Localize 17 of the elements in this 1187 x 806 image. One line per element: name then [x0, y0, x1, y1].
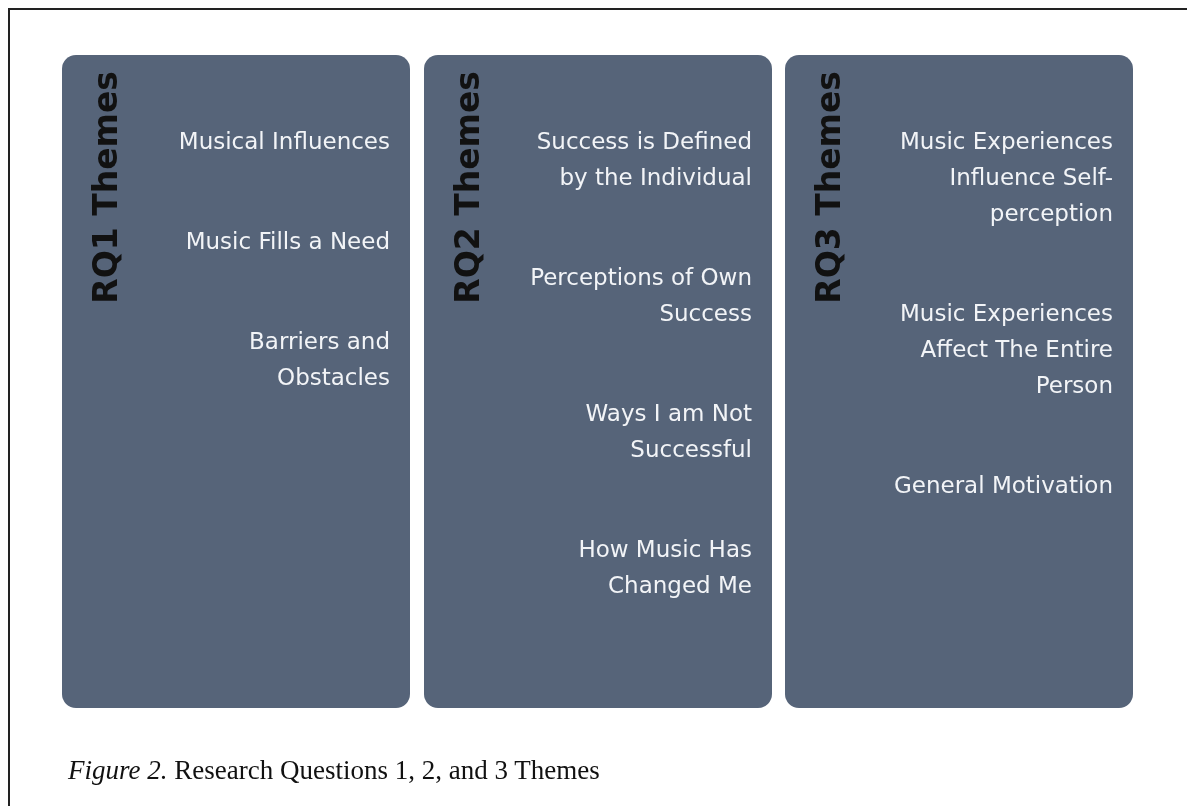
theme-text: Ways I am Not Successful	[584, 399, 752, 464]
theme-text: Barriers and Obstacles	[248, 327, 390, 392]
panel-heading: RQ3 Themes	[808, 71, 849, 304]
theme-text: Music Experiences Influence Self-perception	[899, 127, 1113, 228]
theme-panel	[424, 55, 772, 708]
theme-text: How Music Has Changed Me	[577, 535, 752, 600]
figure-caption: Figure 2. Research Questions 1, 2, and 3 Themes	[68, 755, 600, 786]
theme-text: Music Experiences Affect The Entire Person	[899, 299, 1113, 400]
panel-heading: RQ2 Themes	[447, 71, 488, 304]
theme-text: Success is Defined by the Individual	[535, 127, 752, 192]
panel-heading: RQ1 Themes	[85, 71, 126, 304]
theme-text: Musical Influences	[178, 127, 390, 156]
theme-panel	[785, 55, 1133, 708]
theme-text: General Motivation	[893, 471, 1113, 500]
theme-text: Music Fills a Need	[185, 227, 390, 256]
theme-panel	[62, 55, 410, 708]
theme-text: Perceptions of Own Success	[529, 263, 752, 328]
